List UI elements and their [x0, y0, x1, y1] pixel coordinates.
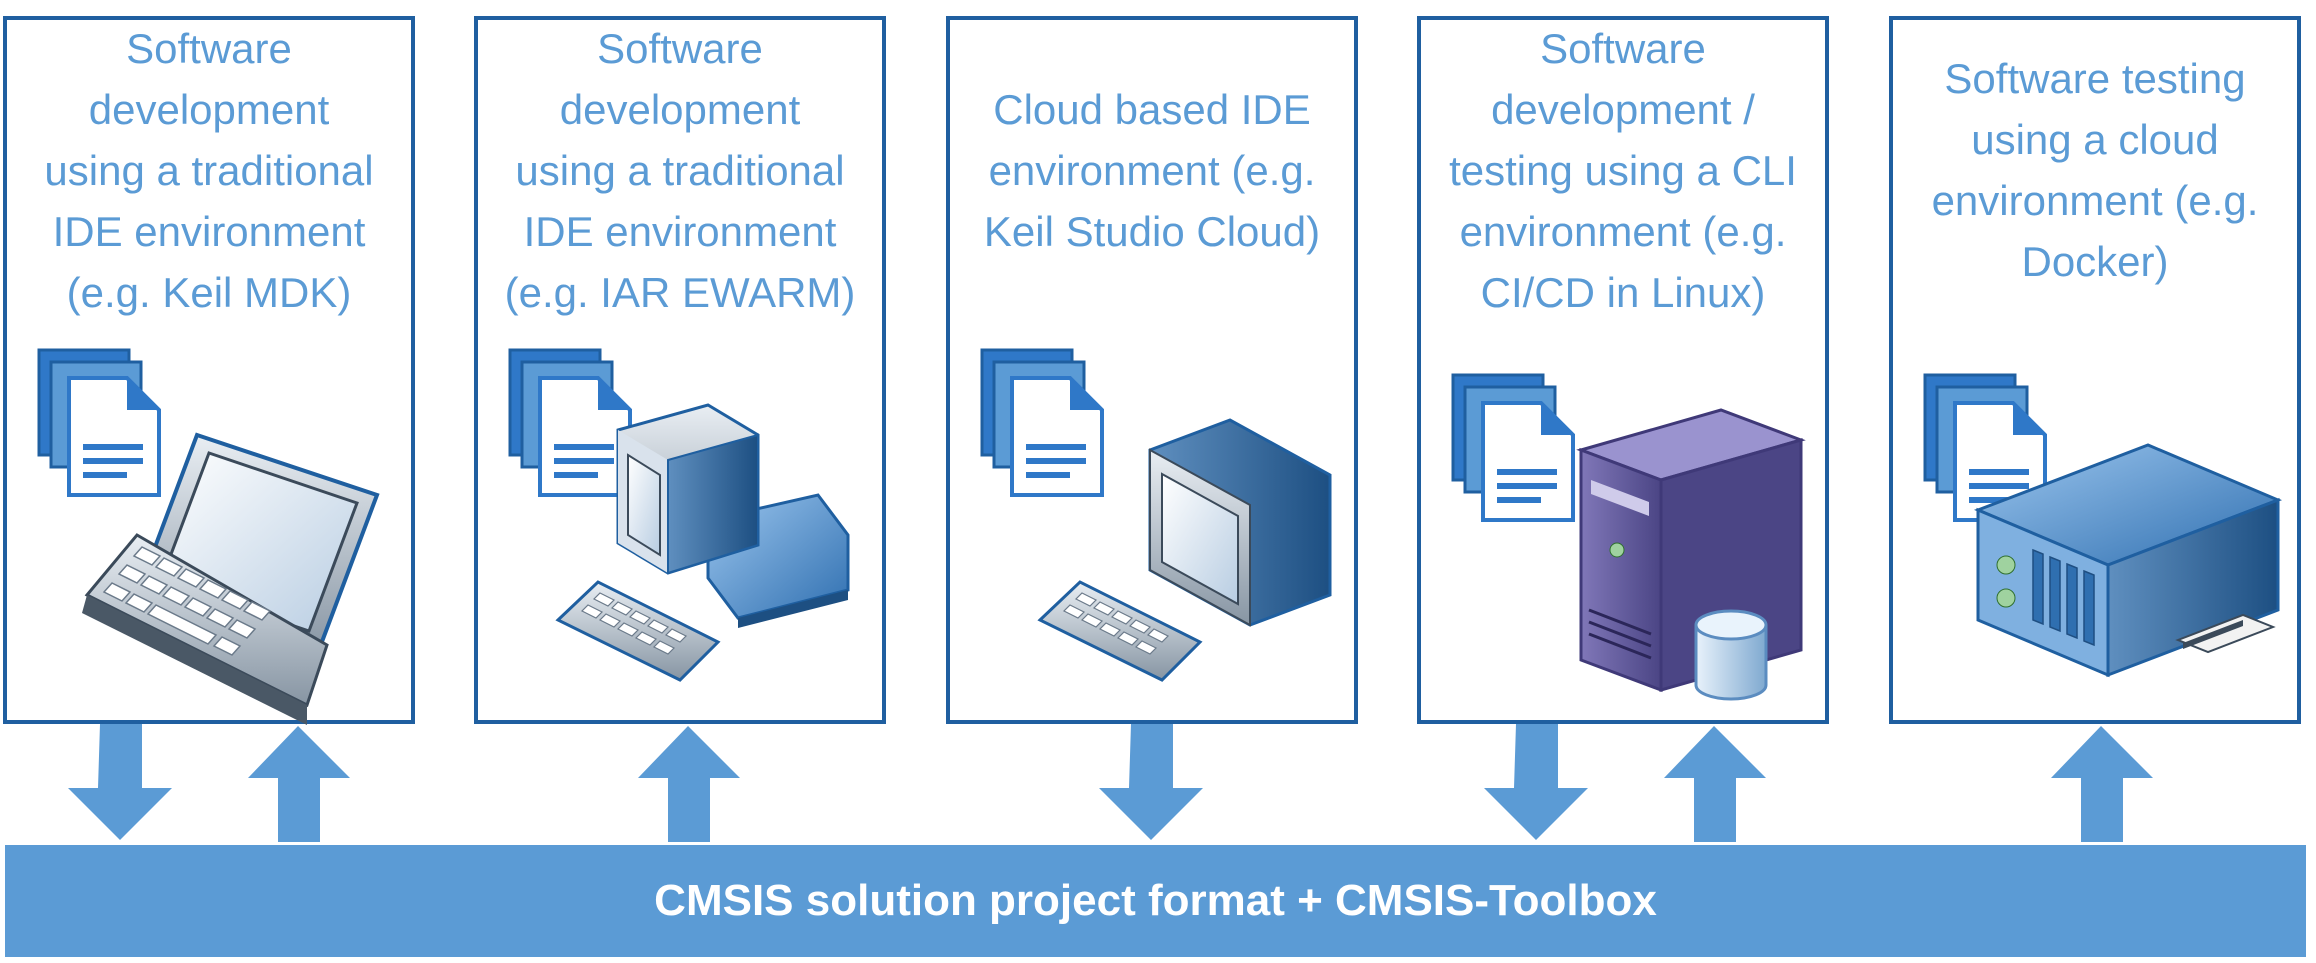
laptop-icon: [82, 432, 380, 725]
panel-caption: Software testing using a cloud environme…: [1931, 55, 2259, 285]
arrow-down-icon: [68, 724, 172, 840]
monitor-keyboard-icon: [1037, 418, 1332, 682]
panel-cli-linux: Software development / testing using a C…: [1417, 16, 1829, 724]
panel-keil-studio-cloud: Cloud based IDE environment (e.g. Keil S…: [946, 16, 1358, 724]
panel-iar-ewarm: Software development using a traditional…: [474, 16, 886, 724]
documents-icon: [37, 348, 161, 497]
panel-caption: Software development using a traditional…: [44, 24, 374, 316]
documents-icon: [980, 348, 1104, 497]
arrow-down-icon: [1484, 724, 1588, 840]
panel-caption: Software development / testing using a C…: [1449, 24, 1797, 316]
arrow-up-icon: [1664, 726, 1766, 842]
panel-keil-mdk: Software development using a traditional…: [3, 16, 415, 725]
panel-docker-cloud: Software testing using a cloud environme…: [1889, 16, 2301, 724]
documents-icon: [508, 348, 632, 497]
panel-caption: Cloud based IDE environment (e.g. Keil S…: [983, 85, 1321, 255]
rack-server-icon: [1973, 443, 2283, 678]
server-tower-icon: [1576, 408, 1806, 701]
arrow-up-icon: [2051, 726, 2153, 842]
arrow-down-icon: [1099, 724, 1203, 840]
arrow-up-icon: [248, 726, 350, 842]
cmsis-toolbox-bar: CMSIS solution project format + CMSIS-To…: [5, 845, 2306, 957]
desktop-computer-icon: [555, 403, 850, 682]
documents-icon: [1451, 373, 1575, 522]
arrow-up-icon: [638, 726, 740, 842]
documents-icon: [1923, 373, 2047, 522]
panel-caption: Software development using a traditional…: [504, 24, 856, 316]
bar-label: CMSIS solution project format + CMSIS-To…: [654, 876, 1657, 925]
